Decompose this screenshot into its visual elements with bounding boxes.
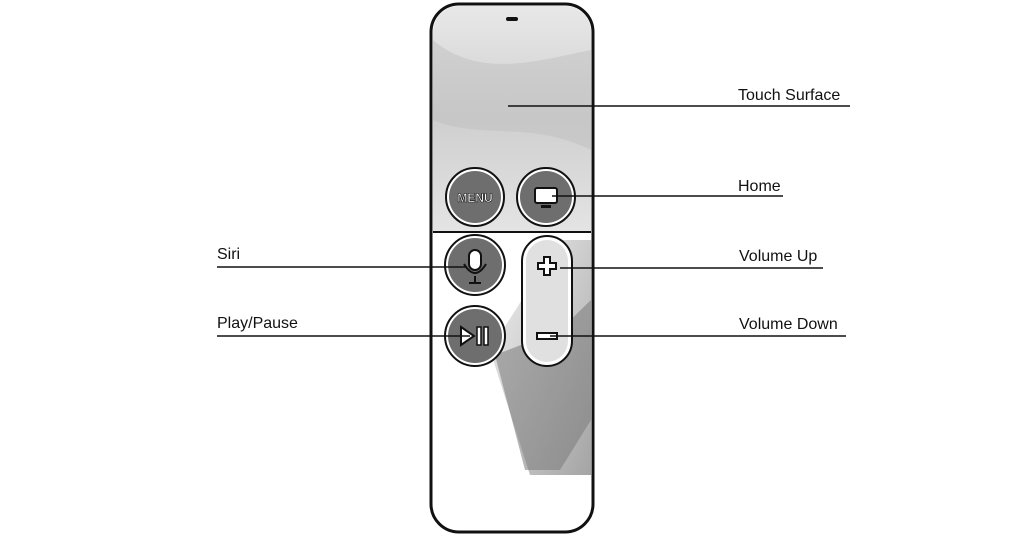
tv-screen-icon	[534, 187, 558, 208]
volume-rocker[interactable]	[521, 235, 573, 367]
plus-icon[interactable]	[537, 256, 557, 276]
label-volume-up: Volume Up	[739, 248, 818, 265]
label-touch-surface: Touch Surface	[738, 87, 841, 104]
menu-button-label: MENU	[457, 191, 492, 205]
label-volume-down: Volume Down	[739, 316, 838, 333]
label-play-pause: Play/Pause	[217, 315, 298, 332]
label-siri: Siri	[217, 246, 241, 263]
play-pause-button[interactable]	[444, 305, 506, 367]
leader-lines	[217, 105, 850, 337]
menu-button[interactable]: MENU	[445, 167, 505, 227]
home-button[interactable]	[516, 167, 576, 227]
label-home: Home	[738, 178, 781, 195]
siri-button[interactable]	[444, 234, 506, 296]
status-light	[506, 17, 518, 21]
